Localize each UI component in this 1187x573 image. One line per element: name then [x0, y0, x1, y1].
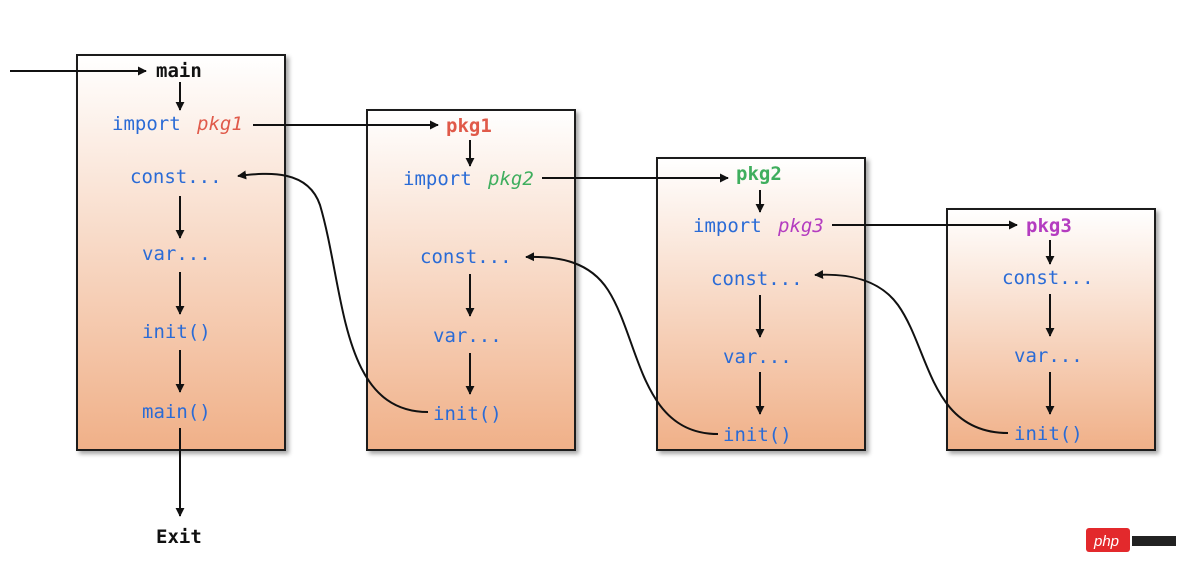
main-main-call: main()	[142, 401, 211, 423]
return-curve-pkg1-to-main	[237, 170, 429, 413]
pkg3-init: init()	[1014, 423, 1083, 445]
main-const: const...	[130, 166, 222, 188]
main-init: init()	[142, 321, 211, 343]
pkg2-var: var...	[723, 346, 792, 368]
exit-label: Exit	[156, 526, 202, 548]
pkg3-const: const...	[1002, 267, 1094, 289]
pkg1-title: pkg1	[446, 115, 492, 137]
pkg1-import-pkg: pkg2	[487, 168, 534, 190]
pkg2-title: pkg2	[736, 163, 782, 185]
pkg1-const: const...	[420, 246, 512, 268]
pkg1-import-keyword: import	[403, 168, 472, 190]
pkg2-import-keyword: import	[693, 215, 762, 237]
pkg1-init: init()	[433, 403, 502, 425]
main-import-pkg: pkg1	[196, 113, 243, 135]
return-curve-pkg3-to-pkg2	[814, 270, 1009, 434]
php-watermark: php	[1086, 528, 1176, 552]
pkg1-var: var...	[433, 325, 502, 347]
main-import-keyword: import	[112, 113, 181, 135]
main-title: main	[156, 60, 202, 82]
pkg3-var: var...	[1014, 345, 1083, 367]
pkg2-import-pkg: pkg3	[777, 215, 824, 237]
pkg2-const: const...	[711, 268, 803, 290]
return-curve-pkg2-to-pkg1	[525, 252, 719, 435]
pkg3-title: pkg3	[1026, 215, 1072, 237]
main-var: var...	[142, 243, 211, 265]
pkg2-init: init()	[723, 424, 792, 446]
php-watermark-label: php	[1093, 533, 1119, 550]
